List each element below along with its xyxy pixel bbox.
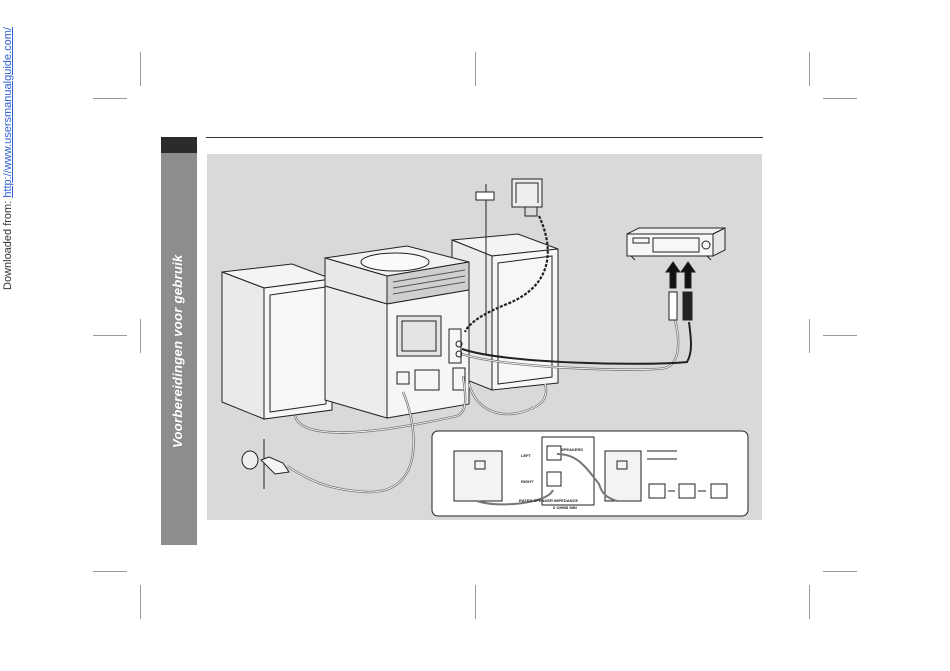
wall-outlet [242,439,289,489]
download-source-text: Downloaded from: http://www.usersmanualg… [2,27,14,290]
connection-diagram: SPEAKERS LEFT RIGHT RATED SPEAKER IMPEDA… [207,154,762,520]
crop-mark [823,571,857,572]
crop-mark [809,52,810,86]
left-speaker [222,264,332,419]
download-link[interactable]: http://www.usersmanualguide.com/ [2,27,14,198]
crop-mark [140,52,141,86]
crop-mark [823,335,857,336]
crop-mark [809,585,810,619]
crop-mark [140,585,141,619]
crop-mark [809,319,810,353]
crop-mark [475,52,476,86]
crop-mark [93,335,127,336]
crop-mark [823,98,857,99]
connection-illustration: SPEAKERS LEFT RIGHT RATED SPEAKER IMPEDA… [207,154,762,520]
section-tab-marker [161,137,197,153]
crop-mark [93,98,127,99]
main-unit [325,246,469,418]
header-rule [206,137,763,138]
tape-deck [627,228,725,260]
crop-mark [475,585,476,619]
right-label: RIGHT [521,479,534,484]
impedance-label: RATED SPEAKER IMPEDANCE [519,498,578,503]
download-prefix: Downloaded from: [2,198,14,290]
left-label: LEFT [521,453,532,458]
speakers-label: SPEAKERS [561,447,583,452]
crop-mark [93,571,127,572]
crop-mark [140,319,141,353]
ohms-label: 6 OHMS MIN [553,505,577,510]
section-title: Voorbereidingen voor gebruik [170,254,185,448]
speaker-terminal-inset [432,431,748,516]
